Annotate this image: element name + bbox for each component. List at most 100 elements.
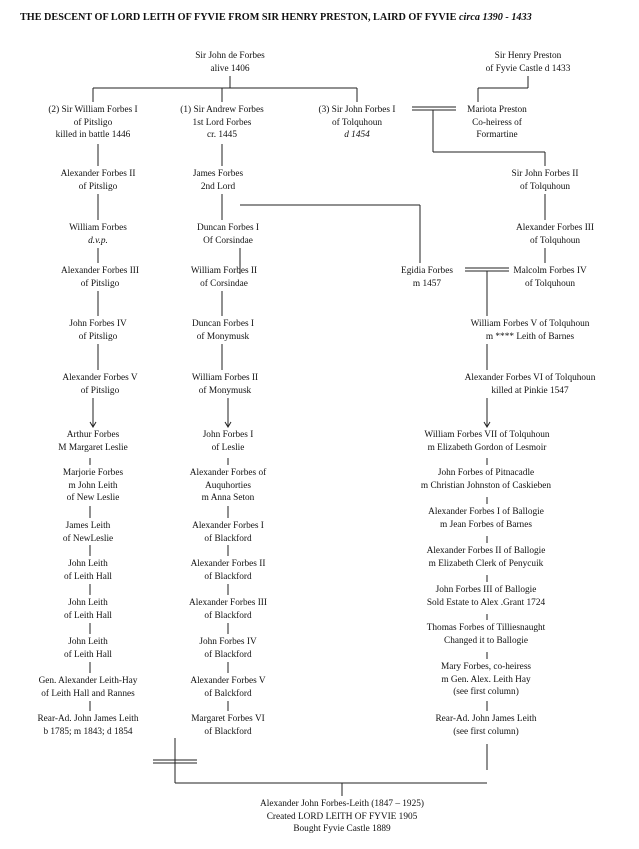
- person-line: (1) Sir Andrew Forbes: [180, 105, 264, 115]
- person-duncan-forbes-1-monymusk: Duncan Forbes I of Monymusk: [192, 318, 254, 343]
- person-john-forbes-4-pitsligo: John Forbes IV of Pitsligo: [69, 318, 126, 343]
- page-title: THE DESCENT OF LORD LEITH OF FYVIE FROM …: [20, 12, 630, 23]
- person-alexander-forbes-1-blackford: Alexander Forbes I of Blackford: [192, 520, 264, 545]
- person-line: Duncan Forbes I: [192, 319, 254, 329]
- person-line: m Elizabeth Gordon of Lesmoir: [427, 442, 547, 453]
- person-line: Gen. Alexander Leith-Hay: [38, 676, 138, 686]
- person-line: John Leith: [68, 559, 108, 569]
- person-line: of NewLeslie: [62, 533, 114, 544]
- person-line: Sir Henry Preston: [494, 51, 562, 61]
- person-line: Alexander Forbes II: [190, 559, 266, 569]
- person-line: Thomas Forbes of Tilliesnaught: [426, 623, 546, 633]
- person-line: of Leith Hall and Rannes: [41, 688, 135, 699]
- person-line: (see first column): [453, 687, 519, 698]
- person-line: of Leith Hall: [63, 571, 113, 582]
- person-line: of Pitsligo: [78, 331, 118, 342]
- person-line: killed in battle 1446: [55, 130, 131, 141]
- person-john-leith-1: John Leith of Leith Hall: [64, 558, 112, 583]
- person-line: Alexander Forbes V: [190, 676, 266, 686]
- person-alexander-forbes-3-tolquhoun: Alexander Forbes III of Tolquhoun: [516, 222, 594, 247]
- person-line: of Blackford: [204, 610, 252, 621]
- person-rear-ad-2: Rear-Ad. John James Leith (see first colu…: [435, 713, 536, 738]
- person-line: Rear-Ad. John James Leith: [435, 714, 537, 724]
- person-john-leith-2: John Leith of Leith Hall: [64, 597, 112, 622]
- person-line: b 1785; m 1843; d 1854: [43, 726, 133, 737]
- title-circa: circa 1390 - 1433: [459, 12, 532, 23]
- person-line: Alexander Forbes III: [516, 223, 594, 233]
- person-alexander-forbes-1-ballogie: Alexander Forbes I of Ballogie m Jean For…: [428, 506, 544, 531]
- person-line: d 1454: [344, 130, 370, 141]
- person-line: of Corsindae: [200, 278, 248, 289]
- person-line: alive 1406: [210, 63, 250, 74]
- person-gen-alexander-leith-hay: Gen. Alexander Leith-Hay of Leith Hall an…: [39, 675, 138, 700]
- person-line: Bought Fyvie Castle 1889: [293, 824, 391, 835]
- arrow-head: [483, 421, 491, 428]
- person-line: of Tolquhoun: [529, 235, 581, 246]
- person-line: Marjorie Forbes: [62, 468, 124, 478]
- person-line: Alexander Forbes VI of Tolquhoun: [464, 373, 596, 383]
- person-line: m Jean Forbes of Barnes: [440, 519, 532, 530]
- person-line: William Forbes: [69, 223, 127, 233]
- person-line: (see first column): [453, 726, 519, 737]
- person-line: James Forbes: [192, 169, 244, 179]
- person-line: John Forbes IV: [69, 319, 127, 329]
- person-line: Mariota Preston: [467, 105, 527, 115]
- person-line: of Monymusk: [198, 385, 252, 396]
- person-line: Malcolm Forbes IV: [513, 266, 587, 276]
- person-line: of Leith Hall: [63, 649, 113, 660]
- person-line: Alexander Forbes of: [189, 468, 267, 478]
- person-line: John Leith: [68, 598, 108, 608]
- person-line: d.v.p.: [88, 235, 108, 246]
- person-line: John Forbes IV: [199, 637, 257, 647]
- person-line: of New Leslie: [66, 493, 120, 504]
- person-line: Sold Estate to Alex .Grant 1724: [426, 597, 546, 608]
- person-line: Alexander Forbes III: [61, 266, 139, 276]
- person-line: John Leith: [68, 637, 108, 647]
- person-line: m 1457: [412, 278, 442, 289]
- person-line: of Monymusk: [196, 331, 250, 342]
- arrow-head: [224, 421, 232, 428]
- person-line: Changed it to Ballogie: [444, 635, 528, 646]
- person-line: of Pitsligo: [80, 385, 120, 396]
- person-line: Created LORD LEITH OF FYVIE 1905: [266, 811, 418, 822]
- person-line: (3) Sir John Forbes I: [318, 105, 396, 115]
- person-line: of Leith Hall: [63, 610, 113, 621]
- person-line: Of Corsindae: [203, 235, 253, 246]
- person-alexander-forbes-6-tolquhoun: Alexander Forbes VI of Tolquhoun killed a…: [465, 372, 596, 397]
- person-line: Sir John Forbes II: [511, 169, 579, 179]
- person-line: Alexander Forbes I of Ballogie: [428, 507, 544, 517]
- person-line: Alexander Forbes I: [192, 521, 264, 531]
- person-line: Duncan Forbes I: [197, 223, 259, 233]
- person-line: killed at Pinkie 1547: [491, 385, 569, 396]
- person-line: John Forbes of Pitnacadle: [437, 468, 535, 478]
- person-line: of Pitsligo: [78, 181, 118, 192]
- title-main: THE DESCENT OF LORD LEITH OF FYVIE FROM …: [20, 12, 457, 23]
- person-line: of Blackford: [204, 533, 252, 544]
- person-line: John Forbes III of Ballogie: [435, 585, 537, 595]
- person-line: of Blackford: [204, 726, 252, 737]
- person-line: William Forbes V of Tolquhoun: [470, 319, 590, 329]
- person-line: Mary Forbes, co-heiress: [440, 662, 532, 672]
- person-duncan-forbes-1-corsindae: Duncan Forbes I Of Corsindae: [197, 222, 259, 247]
- person-line: cr. 1445: [207, 130, 237, 141]
